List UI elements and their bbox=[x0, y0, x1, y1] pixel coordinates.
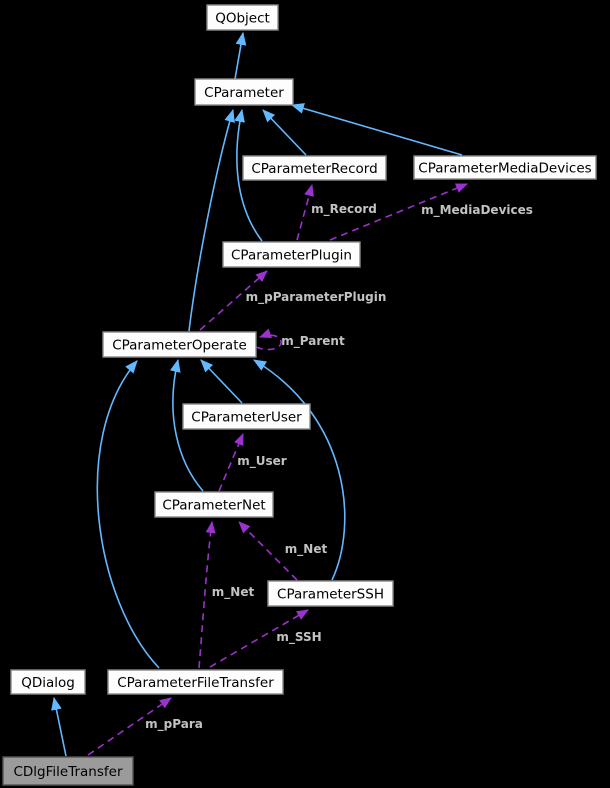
class-node-label-cparameter: CParameter bbox=[204, 85, 284, 101]
class-node-box-cparameterrecord[interactable] bbox=[242, 155, 387, 181]
class-node-cparameter[interactable]: CParameter bbox=[194, 78, 294, 106]
class-node-label-qobject: QObject bbox=[215, 11, 270, 27]
edges-layer bbox=[51, 31, 468, 757]
edge-label-usage-m-net-ssh: m_Net bbox=[285, 542, 328, 557]
class-node-label-cparametermediadevices: CParameterMediaDevices bbox=[418, 161, 591, 177]
edge-cparameterssh-to-cparameteroperate bbox=[253, 359, 346, 581]
edge-usage-m-pparameterplugin bbox=[199, 270, 268, 331]
class-node-box-cparameterfiletransfer[interactable] bbox=[107, 669, 284, 695]
edge-label-usage-m-net-filetransfer: m_Net bbox=[212, 585, 255, 600]
edge-cparameterfiletransfer-to-cparameteroperate bbox=[96, 360, 160, 669]
class-node-cparameterfiletransfer[interactable]: CParameterFileTransfer bbox=[107, 669, 284, 695]
edge-labels-layer: m_Record m_MediaDevices m_pParameterPlugin… bbox=[145, 202, 533, 732]
class-node-box-cparameternet[interactable] bbox=[154, 491, 274, 518]
class-node-box-cparameterplugin[interactable] bbox=[222, 241, 361, 268]
edge-usage-m-ppara bbox=[87, 697, 172, 756]
class-node-box-cparameteroperate[interactable] bbox=[102, 331, 257, 358]
class-node-qdialog[interactable]: QDialog bbox=[10, 669, 86, 695]
class-node-box-cparametermediadevices[interactable] bbox=[413, 155, 597, 180]
class-node-label-cparameterplugin: CParameterPlugin bbox=[231, 248, 352, 264]
edge-label-usage-m-pparameterplugin: m_pParameterPlugin bbox=[246, 290, 387, 305]
class-node-box-cparameter[interactable] bbox=[194, 78, 294, 106]
edge-cparameteruser-to-cparameteroperate bbox=[200, 359, 243, 404]
class-node-label-cdlgfiletransfer: CDlgFileTransfer bbox=[13, 764, 122, 780]
class-node-box-cparameteruser[interactable] bbox=[182, 403, 311, 430]
edge-usage-m-parent bbox=[255, 328, 282, 351]
class-node-label-cparameteroperate: CParameterOperate bbox=[112, 338, 247, 354]
class-node-cparameteroperate[interactable]: CParameterOperate bbox=[102, 331, 257, 358]
class-node-cparameterrecord[interactable]: CParameterRecord bbox=[242, 155, 387, 181]
edge-cparametermediadevices-to-cparameter bbox=[290, 103, 463, 156]
class-node-label-qdialog: QDialog bbox=[21, 675, 75, 691]
class-node-cparameterplugin[interactable]: CParameterPlugin bbox=[222, 241, 361, 268]
class-node-label-cparameternet: CParameterNet bbox=[162, 498, 265, 514]
edge-label-usage-m-mediadevices: m_MediaDevices bbox=[421, 203, 533, 218]
class-node-label-cparameteruser: CParameterUser bbox=[191, 410, 302, 426]
edge-cparameter-to-qobject bbox=[234, 31, 247, 80]
edge-cparameterrecord-to-cparameter bbox=[262, 109, 307, 156]
edge-usage-m-net-filetransfer bbox=[198, 521, 216, 669]
class-node-cparameterssh[interactable]: CParameterSSH bbox=[267, 580, 394, 607]
class-node-box-qdialog[interactable] bbox=[10, 669, 86, 695]
edge-label-usage-m-ppara: m_pPara bbox=[145, 717, 203, 732]
class-node-cparameternet[interactable]: CParameterNet bbox=[154, 491, 274, 518]
edge-cparameterplugin-to-cparameter bbox=[234, 108, 263, 242]
class-node-box-qobject[interactable] bbox=[206, 4, 279, 31]
class-node-label-cparameterssh: CParameterSSH bbox=[277, 587, 384, 603]
edge-label-usage-m-user: m_User bbox=[237, 454, 287, 469]
edge-usage-m-ssh bbox=[209, 609, 309, 668]
edge-label-usage-m-ssh: m_SSH bbox=[276, 630, 321, 645]
class-node-label-cparameterfiletransfer: CParameterFileTransfer bbox=[117, 675, 274, 691]
edge-usage-m-net-ssh bbox=[238, 521, 298, 581]
class-node-label-cparameterrecord: CParameterRecord bbox=[251, 161, 377, 177]
class-node-cparameteruser[interactable]: CParameterUser bbox=[182, 403, 311, 430]
class-node-box-cparameterssh[interactable] bbox=[267, 580, 394, 607]
class-node-cparametermediadevices[interactable]: CParameterMediaDevices bbox=[413, 155, 597, 180]
edge-cparameternet-to-cparameteroperate bbox=[169, 358, 204, 492]
edge-cdlgfiletransfer-to-qdialog bbox=[51, 696, 67, 757]
class-node-qobject[interactable]: QObject bbox=[206, 4, 279, 31]
edge-usage-m-record bbox=[296, 184, 314, 241]
edge-usage-m-user bbox=[218, 433, 244, 492]
class-node-cdlgfiletransfer[interactable]: CDlgFileTransfer bbox=[2, 756, 134, 786]
class-node-box-cdlgfiletransfer[interactable] bbox=[2, 756, 134, 786]
edge-label-usage-m-parent: m_Parent bbox=[281, 334, 345, 349]
edge-label-usage-m-record: m_Record bbox=[311, 202, 377, 217]
edge-usage-m-mediadevices bbox=[329, 183, 468, 241]
edge-cparameteroperate-to-cparameter bbox=[188, 108, 235, 332]
